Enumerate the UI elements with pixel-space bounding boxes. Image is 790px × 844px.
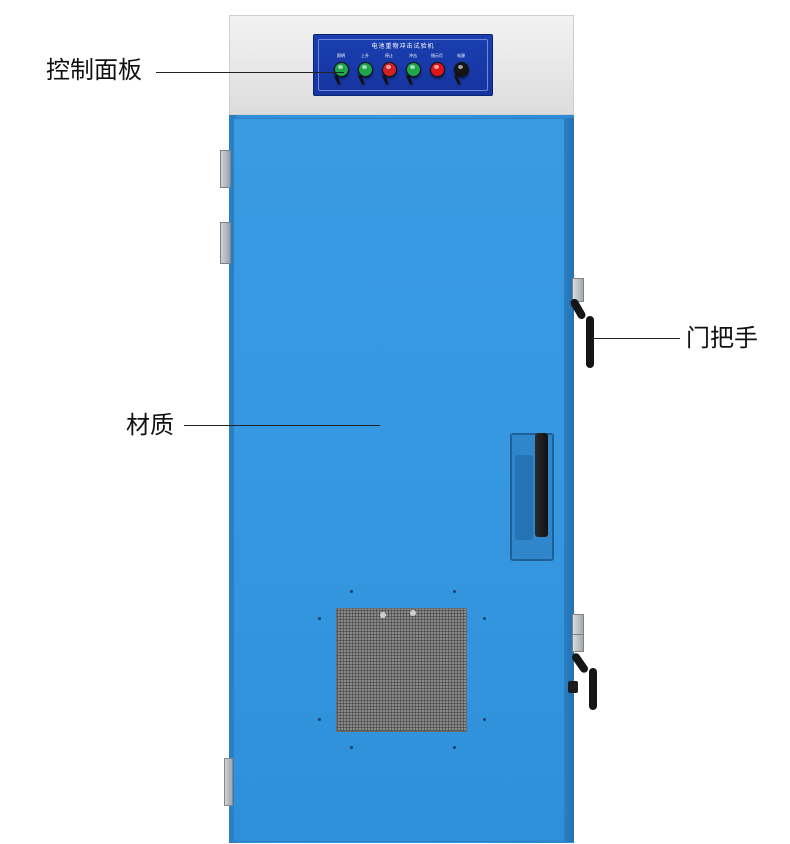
- indicator-light-icon: [430, 62, 445, 77]
- lock-knob-icon[interactable]: [568, 681, 578, 693]
- screw-icon: [380, 612, 386, 618]
- light-button[interactable]: [334, 62, 349, 77]
- screw-icon: [453, 746, 456, 749]
- button-label-up: 上升: [361, 53, 369, 58]
- impact-button[interactable]: [406, 62, 421, 77]
- door-handle[interactable]: [535, 433, 548, 537]
- leader-line: [592, 338, 680, 339]
- button-label-light: 照明: [337, 53, 345, 58]
- door-edge: [564, 118, 574, 842]
- leader-line: [184, 425, 380, 426]
- button-label-stop: 停止: [385, 53, 393, 58]
- latch-plate-icon: [572, 634, 584, 652]
- control-box: 电池重物冲击试验机 照明 上升 停止 冲击 指示灯 电源: [229, 15, 574, 115]
- screw-icon: [483, 718, 486, 721]
- panel-title: 电池重物冲击试验机: [371, 43, 435, 50]
- screw-icon: [483, 617, 486, 620]
- cabinet-side: [229, 115, 236, 843]
- screw-icon: [350, 590, 353, 593]
- hinge-icon: [220, 150, 231, 188]
- vent-grille: [336, 608, 467, 732]
- control-panel: 电池重物冲击试验机 照明 上升 停止 冲击 指示灯 电源: [313, 34, 493, 96]
- callout-material: 材质: [126, 411, 174, 439]
- latch-lever[interactable]: [589, 668, 597, 710]
- up-button[interactable]: [358, 62, 373, 77]
- button-label-indicator: 指示灯: [431, 53, 443, 58]
- hinge-icon: [224, 758, 233, 806]
- door-handle-cutout: [515, 455, 533, 540]
- leader-line: [156, 72, 344, 73]
- screw-icon: [318, 718, 321, 721]
- hinge-icon: [220, 222, 231, 264]
- button-label-impact: 冲击: [409, 53, 417, 58]
- screw-icon: [453, 590, 456, 593]
- panel-border: [318, 39, 488, 91]
- button-label-power: 电源: [457, 53, 465, 58]
- latch-lever[interactable]: [586, 316, 594, 368]
- power-switch[interactable]: [454, 62, 469, 77]
- callout-control-panel: 控制面板: [46, 56, 142, 84]
- screw-icon: [350, 746, 353, 749]
- screw-icon: [318, 617, 321, 620]
- screw-icon: [410, 610, 416, 616]
- stop-button[interactable]: [382, 62, 397, 77]
- callout-door-handle: 门把手: [686, 324, 758, 352]
